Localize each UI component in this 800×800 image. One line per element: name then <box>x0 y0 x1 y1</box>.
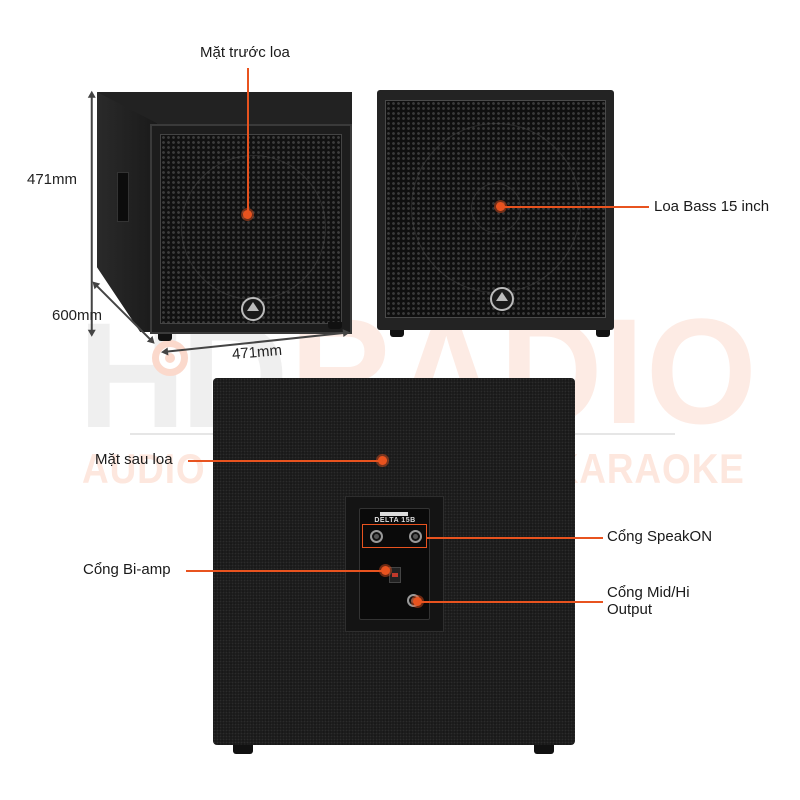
leader-line <box>427 537 603 539</box>
label-rear-face: Mặt sau loa <box>95 451 173 468</box>
speaker-foot <box>596 330 610 337</box>
speakon-jack-2 <box>409 530 422 543</box>
speaker-front-face <box>150 124 352 334</box>
watermark-mic-icon <box>152 340 188 376</box>
label-midhi-output-line1: Cổng Mid/Hi <box>607 584 690 601</box>
callout-dot <box>381 566 390 575</box>
speakon-highlight-box <box>362 524 427 548</box>
speaker-foot <box>158 334 172 341</box>
label-midhi-output-line2: Output <box>607 601 653 619</box>
height-dimension: 471mm <box>27 171 78 188</box>
callout-dot <box>413 597 422 606</box>
label-midhi-output: Cổng Mid/Hi Output <box>607 584 690 619</box>
serial-label <box>380 512 408 516</box>
brand-logo-icon <box>241 297 265 321</box>
label-biamp-port: Cổng Bi-amp <box>83 561 171 578</box>
callout-dot <box>243 210 252 219</box>
height-dimension-arrow <box>91 92 93 335</box>
leader-line <box>188 460 381 462</box>
brand-logo-icon <box>490 287 514 311</box>
speaker-handle <box>117 172 129 222</box>
speaker-front-view <box>377 90 614 330</box>
speaker-grille <box>385 100 606 318</box>
leader-line <box>504 206 649 208</box>
dust-cap-outline <box>471 183 521 233</box>
depth-dimension: 600mm <box>52 307 103 324</box>
callout-dot <box>378 456 387 465</box>
leader-line <box>421 601 603 603</box>
speaker-foot <box>328 322 342 329</box>
model-label: DELTA 15B <box>374 517 416 524</box>
speaker-foot <box>534 745 554 754</box>
speaker-foot <box>390 330 404 337</box>
callout-dot <box>496 202 505 211</box>
label-bass-driver: Loa Bass 15 inch <box>654 198 770 215</box>
label-speakon-port: Cổng SpeakON <box>607 528 713 545</box>
woofer-outline <box>181 155 326 300</box>
label-front-face: Mặt trước loa <box>200 44 290 61</box>
biamp-switch <box>389 567 401 583</box>
leader-line <box>186 570 382 572</box>
leader-line <box>247 68 249 211</box>
speaker-grille <box>160 134 342 324</box>
speakon-jack-1 <box>370 530 383 543</box>
speaker-foot <box>233 745 253 754</box>
